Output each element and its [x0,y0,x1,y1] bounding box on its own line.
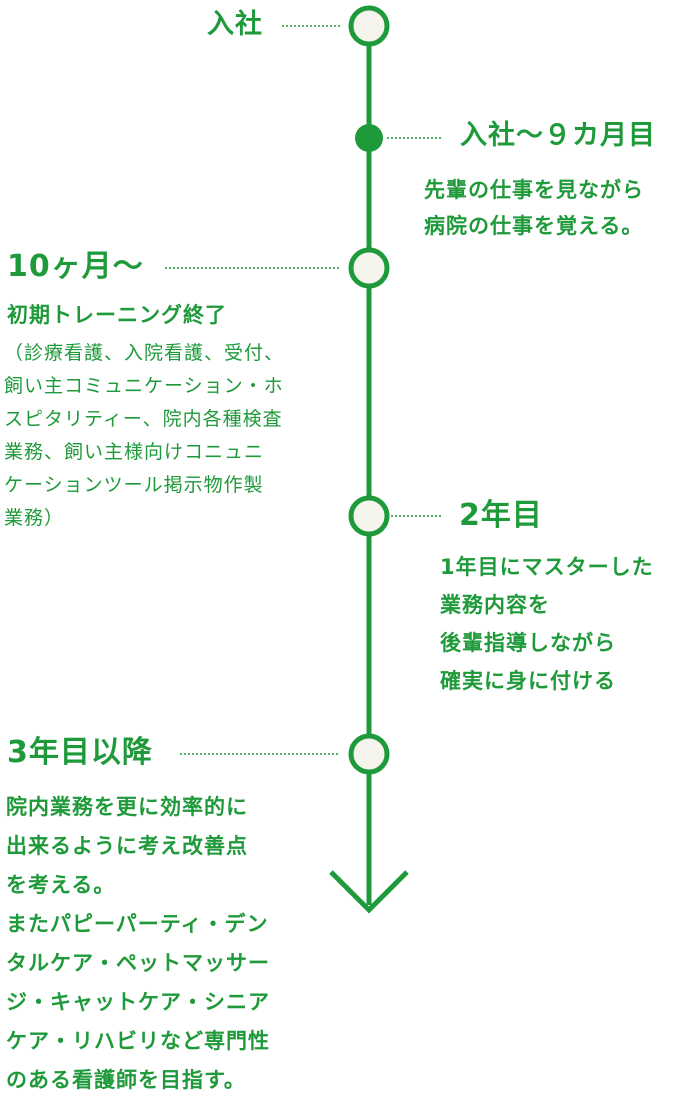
description-line: ジ・キャットケア・シニア [6,990,270,1014]
description-line: 後輩指導しながら [440,631,616,655]
node-join-9m [355,124,383,152]
description-line: スピタリティー、院内各種検査 [4,408,283,430]
node-join [348,5,390,47]
description-line: 業務、飼い主様向けコニュニ [4,441,265,463]
milestone-10m-title: 10ヶ月～ [7,249,144,284]
milestone-join-title: 入社 [207,9,263,40]
milestone-join-9m-title: 入社～９カ月目 [460,120,656,151]
description-line: またパピーパーティ・デン [6,912,269,936]
description-line: 1年目にマスターした [440,555,654,579]
description-line: 業務） [4,507,65,529]
description-line: タルケア・ペットマッサー [6,951,270,975]
description-line: 先輩の仕事を見ながら [424,178,644,202]
timeline-arrow-icon [329,870,409,914]
node-3y [348,733,390,775]
milestone-10m-subtitle: 初期トレーニング終了 [7,303,227,327]
milestone-2y-title: 2年目 [459,498,543,533]
description-line: 業務内容を [440,593,550,617]
description-line: を考える。 [6,873,116,897]
description-line: 院内業務を更に効率的に [6,795,248,819]
description-line: 出来るように考え改善点 [6,834,248,858]
description-line: 飼い主コミュニケーション・ホ [4,375,284,397]
milestone-10m-description: （診療看護、入院看護、受付、 飼い主コミュニケーション・ホ スピタリティー、院内… [4,337,284,535]
description-line: のある看護師を目指す。 [6,1068,246,1092]
description-line: （診療看護、入院看護、受付、 [4,342,285,364]
milestone-join-9m-description: 先輩の仕事を見ながら 病院の仕事を覚える。 [424,172,644,244]
milestone-3y-title: 3年目以降 [7,735,153,770]
milestone-3y-description: 院内業務を更に効率的に 出来るように考え改善点 を考える。 またパピーパーティ・… [6,788,270,1098]
node-2y [348,495,390,537]
description-line: ケーションツール掲示物作製 [4,474,264,496]
milestone-2y-description: 1年目にマスターした 業務内容を 後輩指導しながら 確実に身に付ける [440,548,654,700]
description-line: 病院の仕事を覚える。 [424,214,644,238]
description-line: ケア・リハビリなど専門性 [6,1029,270,1053]
description-line: 確実に身に付ける [440,669,616,693]
node-10m [348,247,390,289]
